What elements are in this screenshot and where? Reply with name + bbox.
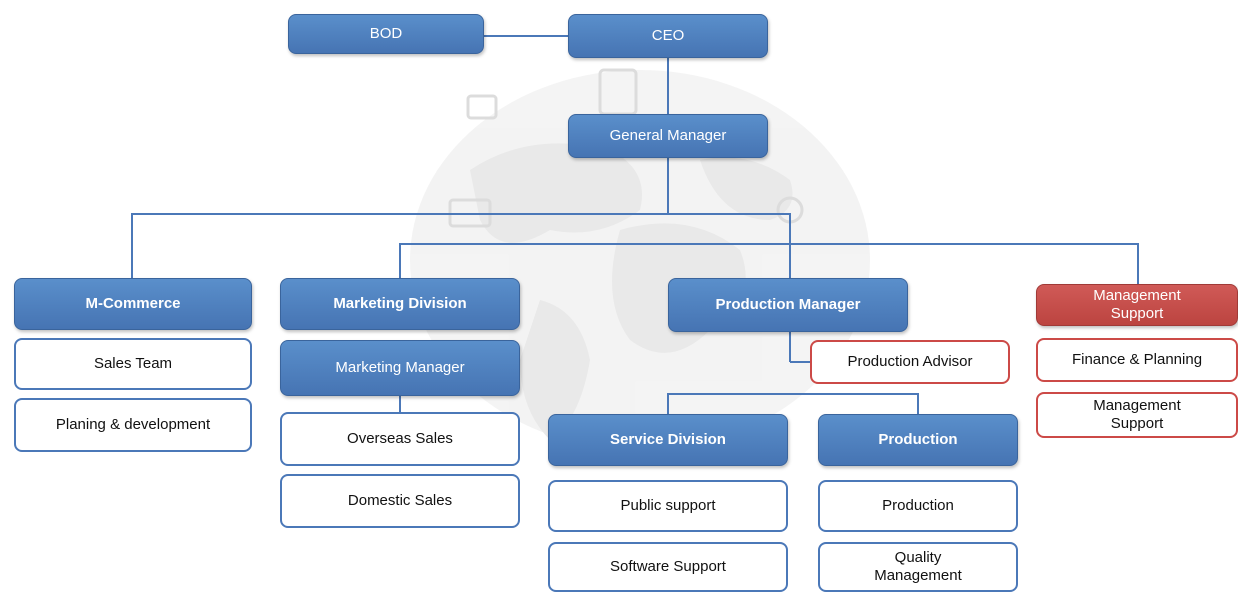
software-support-label: Software Support (610, 558, 726, 575)
production-manager-box: Production Manager (668, 278, 908, 332)
overseas-sales-label: Overseas Sales (347, 430, 453, 447)
marketing-division-label: Marketing Division (333, 295, 467, 312)
marketing-manager-box: Marketing Manager (280, 340, 520, 396)
management-support-head-label: Management Support (1093, 287, 1181, 322)
bod-label: BOD (369, 25, 403, 42)
sales-team-label: Sales Team (93, 355, 173, 372)
quality-management-box: Quality Management (818, 542, 1018, 592)
production-advisor-label: Production Advisor (847, 353, 973, 370)
service-division-label: Service Division (610, 431, 726, 448)
production-box: Production (818, 480, 1018, 532)
general-manager-label: General Manager (609, 127, 727, 144)
m-commerce-label: M-Commerce (85, 295, 181, 312)
ceo-label: CEO (651, 27, 685, 44)
marketing-manager-label: Marketing Manager (335, 359, 465, 376)
quality-management-label: Quality Management (874, 549, 962, 584)
m-commerce-box: M-Commerce (14, 278, 252, 330)
management-support-box: Management Support (1036, 392, 1238, 438)
service-division-box: Service Division (548, 414, 788, 466)
production-head-box: Production (818, 414, 1018, 466)
domestic-sales-label: Domestic Sales (347, 492, 453, 509)
finance-planning-label: Finance & Planning (1071, 351, 1203, 368)
management-support-head-box: Management Support (1036, 284, 1238, 326)
domestic-sales-box: Domestic Sales (280, 474, 520, 528)
production-advisor-box: Production Advisor (810, 340, 1010, 384)
production-manager-label: Production Manager (715, 296, 861, 313)
production-head-label: Production (878, 431, 958, 448)
finance-planning-box: Finance & Planning (1036, 338, 1238, 382)
planing-development-box: Planing & development (14, 398, 252, 452)
overseas-sales-box: Overseas Sales (280, 412, 520, 466)
ceo-box: CEO (568, 14, 768, 58)
management-support-label: Management Support (1093, 397, 1181, 432)
public-support-label: Public support (620, 497, 716, 514)
general-manager-box: General Manager (568, 114, 768, 158)
software-support-box: Software Support (548, 542, 788, 592)
public-support-box: Public support (548, 480, 788, 532)
marketing-division-box: Marketing Division (280, 278, 520, 330)
planing-development-label: Planing & development (55, 416, 211, 433)
production-label: Production (882, 497, 954, 514)
bod-box: BOD (288, 14, 484, 54)
sales-team-box: Sales Team (14, 338, 252, 390)
